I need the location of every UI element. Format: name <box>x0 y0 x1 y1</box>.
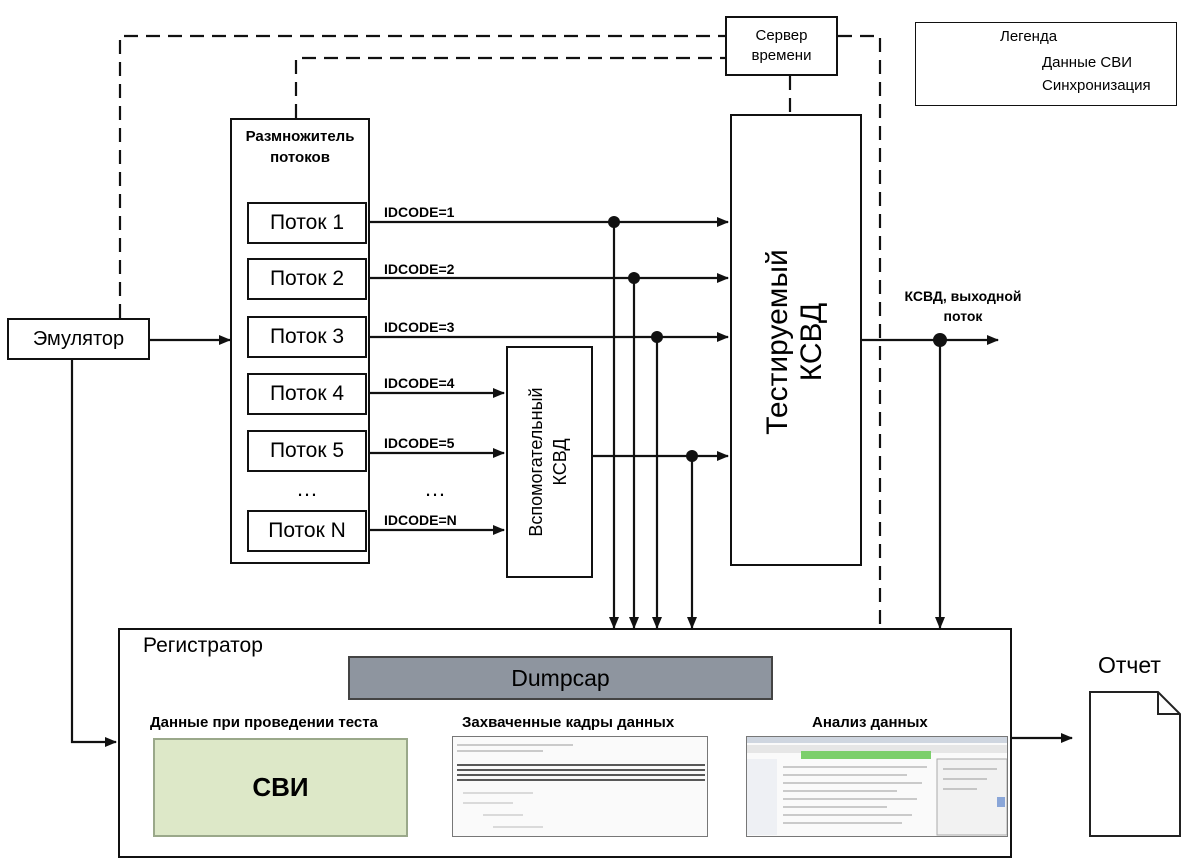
legend-box <box>915 22 1177 106</box>
aux-pdc-line1: Вспомогательный <box>526 387 546 537</box>
aux-pdc-box <box>506 346 593 578</box>
captured-label: Захваченные кадры данных <box>462 714 675 731</box>
analysis-window-graphic <box>747 737 1007 836</box>
stream-n-label: Поток N <box>268 519 346 542</box>
stream-2-box: Поток 2 <box>247 258 367 300</box>
time-server-line1: Сервер <box>755 27 808 44</box>
tested-pdc-box <box>730 114 862 566</box>
output-line1: КСВД, выходной <box>904 288 1022 304</box>
test-data-label: Данные при проведении теста <box>150 714 378 731</box>
aux-pdc-label: Вспомогательный КСВД <box>524 352 574 572</box>
pmu-label: СВИ <box>252 772 309 802</box>
packet-list-graphic <box>457 744 705 828</box>
idcode-2: IDCODE=2 <box>384 261 455 277</box>
legend-title: Легенда <box>1000 28 1058 45</box>
emulator-box: Эмулятор <box>7 318 150 360</box>
idcode-ellipsis: … <box>424 476 446 501</box>
idcode-1: IDCODE=1 <box>384 204 455 220</box>
stream-1-label: Поток 1 <box>269 211 345 234</box>
time-server-box: Сервер времени <box>725 16 838 76</box>
stream-2-label: Поток 2 <box>269 267 345 290</box>
multiplexer-title-line2: потоков <box>270 149 330 166</box>
diagram: Легенда Данные СВИ Синхронизация Сервер … <box>7 16 1181 858</box>
report-label: Отчет <box>1098 652 1161 678</box>
multiplexer-title: Размножитель потоков <box>230 126 370 168</box>
stream-3-box: Поток 3 <box>247 316 367 358</box>
analysis-thumbnail <box>746 736 1008 837</box>
idcode-3: IDCODE=3 <box>384 319 455 335</box>
tested-pdc-line1: Тестируемый <box>761 249 794 435</box>
output-label: КСВД, выходной поток <box>878 286 1048 326</box>
time-server-line2: времени <box>751 47 812 64</box>
pmu-panel: СВИ <box>153 738 408 837</box>
stream-ellipsis: … <box>296 476 318 501</box>
legend-data-label: Данные СВИ <box>1042 54 1132 71</box>
aux-pdc-line2: КСВД <box>550 438 570 486</box>
stream-5-box: Поток 5 <box>247 430 367 472</box>
junction-dots <box>608 216 947 462</box>
tested-pdc-line2: КСВД <box>795 302 828 382</box>
emulator-label: Эмулятор <box>32 327 125 350</box>
dumpcap-bar: Dumpcap <box>348 656 773 700</box>
stream-1-box: Поток 1 <box>247 202 367 244</box>
sync-lines <box>118 34 882 628</box>
analysis-label: Анализ данных <box>812 714 928 731</box>
document-icon <box>1089 691 1181 837</box>
stream-4-label: Поток 4 <box>269 382 345 405</box>
idcode-5: IDCODE=5 <box>384 435 455 451</box>
connections <box>70 34 1073 789</box>
recorder-title: Регистратор <box>143 634 263 657</box>
stream-n-box: Поток N <box>247 510 367 552</box>
legend-sync-label: Синхронизация <box>1042 77 1151 94</box>
multiplexer-title-line1: Размножитель <box>245 128 355 145</box>
stream-5-label: Поток 5 <box>269 439 345 462</box>
dumpcap-label: Dumpcap <box>511 664 610 691</box>
output-line2: поток <box>943 308 983 324</box>
stream-4-box: Поток 4 <box>247 373 367 415</box>
idcode-n: IDCODE=N <box>384 512 457 528</box>
stream-3-label: Поток 3 <box>269 325 345 348</box>
idcode-4: IDCODE=4 <box>384 375 455 391</box>
captured-frames-thumbnail <box>452 736 708 837</box>
tested-pdc-label: Тестируемый КСВД <box>761 192 831 492</box>
